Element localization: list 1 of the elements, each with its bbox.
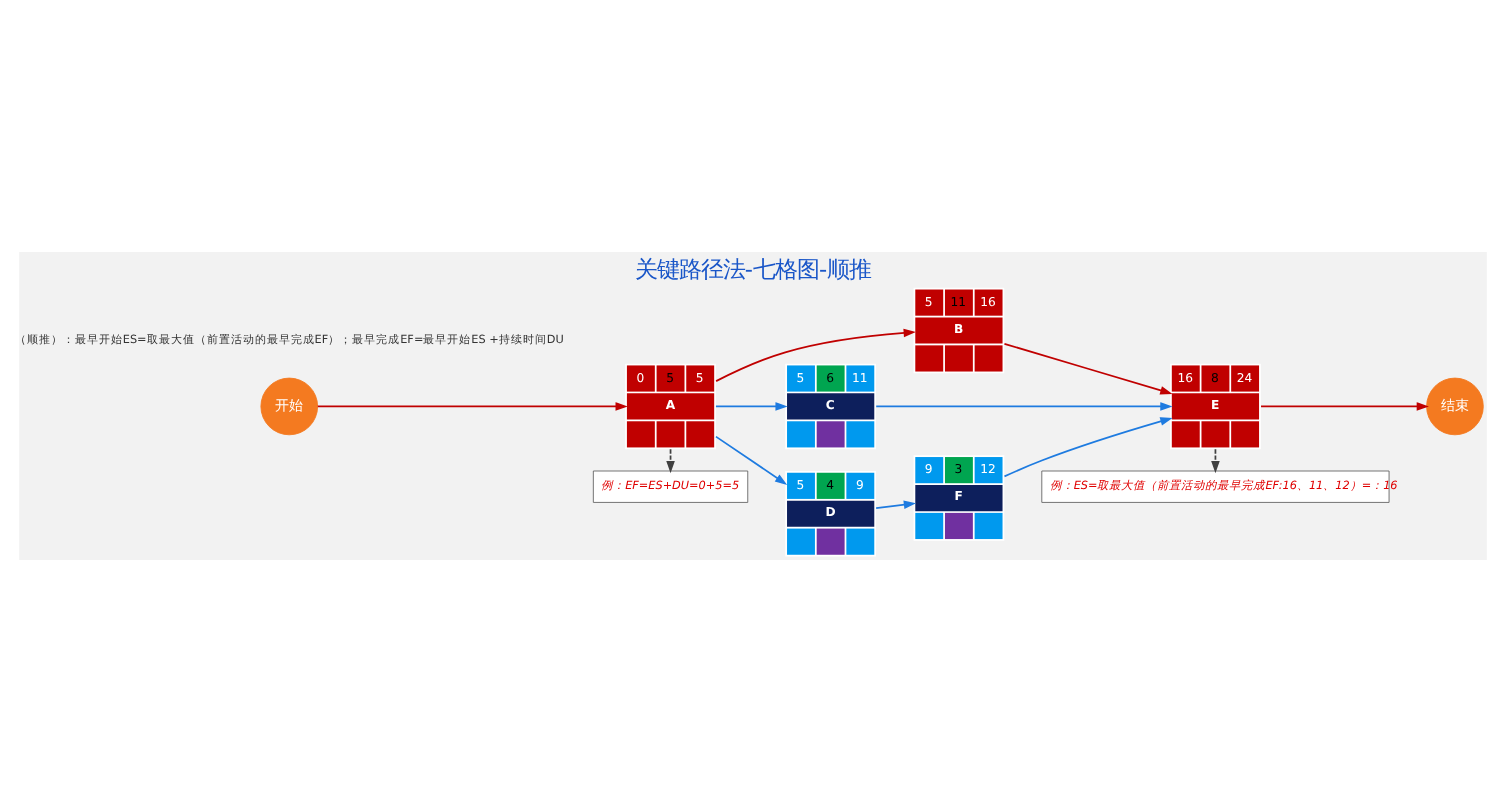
diagram-title: 关键路径法-七格图-顺推 — [634, 254, 872, 283]
